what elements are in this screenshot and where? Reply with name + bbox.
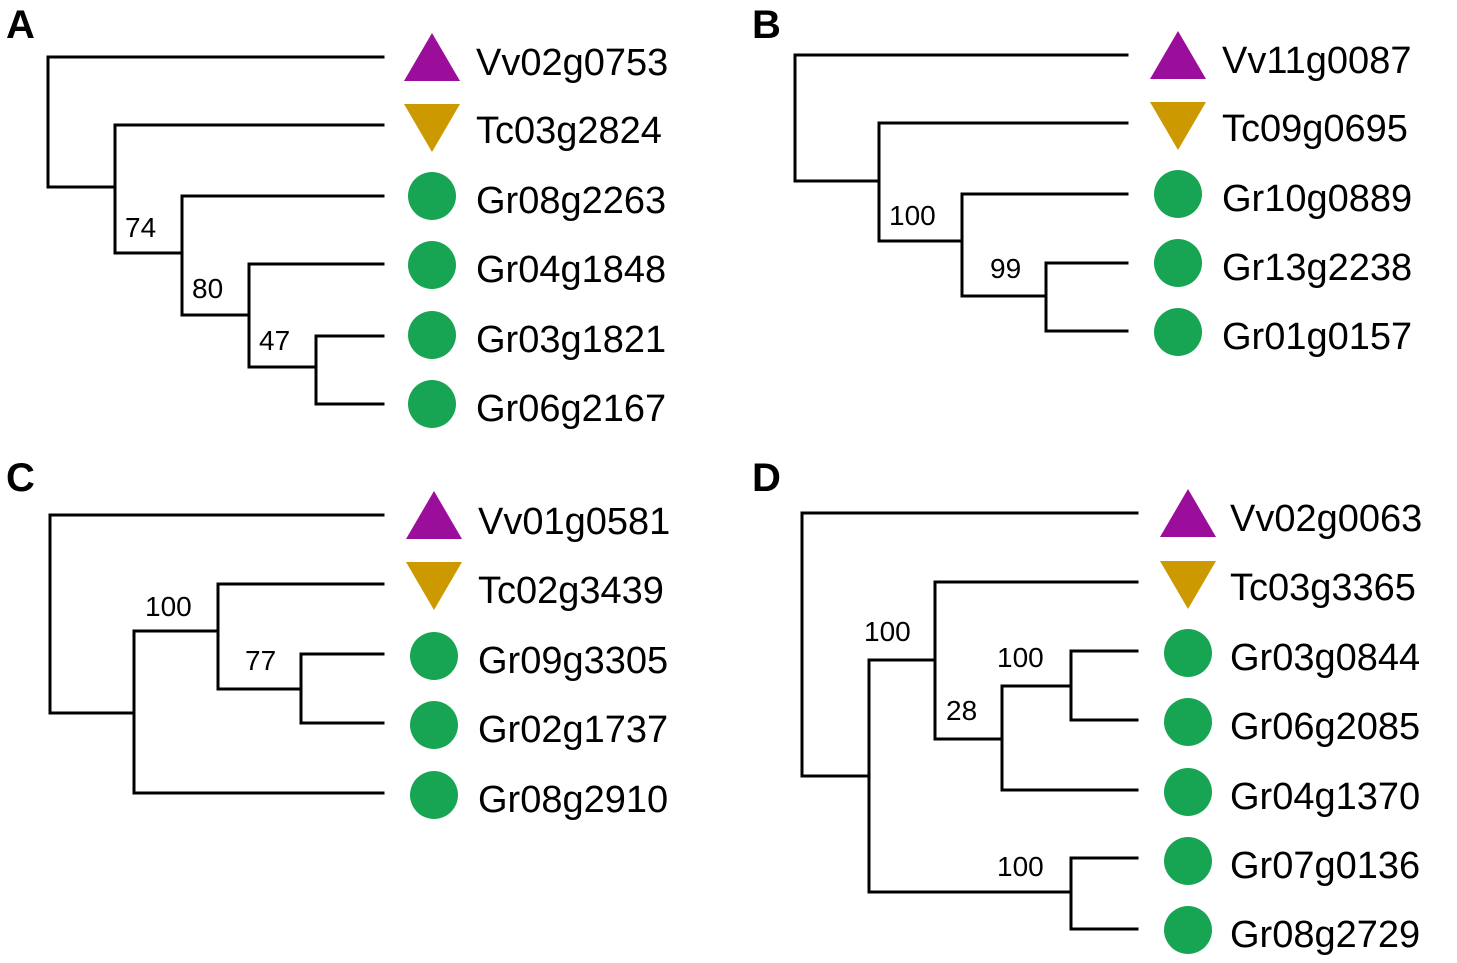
tree-d-branches (800, 511, 1139, 931)
gr-circle-icon (1154, 239, 1202, 287)
vv-triangle-up-icon (1150, 31, 1206, 79)
branch (793, 53, 881, 183)
tc-triangle-down-icon (1150, 102, 1206, 150)
panel-letter-b: B (752, 3, 781, 47)
branch (1000, 684, 1073, 792)
branch (800, 511, 871, 778)
leaf-label: Tc03g3365 (1230, 567, 1416, 609)
gr-circle-icon (1154, 308, 1202, 356)
leaf-label: Tc02g3439 (478, 570, 664, 612)
branch (877, 121, 964, 243)
support-value: 100 (997, 851, 1044, 882)
gr-circle-icon (410, 701, 458, 749)
tc-triangle-down-icon (406, 562, 462, 610)
leaf-label: Gr07g0136 (1230, 845, 1420, 887)
leaf-label: Gr02g1737 (478, 709, 668, 751)
branch (132, 629, 220, 795)
branch (48, 513, 136, 715)
support-value: 28 (946, 695, 977, 726)
leaf-label: Gr04g1848 (476, 249, 666, 291)
gr-circle-icon (1164, 768, 1212, 816)
branch (314, 334, 385, 406)
panel-letter-d: D (752, 456, 781, 500)
gr-circle-icon (1154, 170, 1202, 218)
leaf-label: Gr10g0889 (1222, 178, 1412, 220)
support-value: 100 (864, 616, 911, 647)
leaf-label: Vv01g0581 (478, 501, 670, 543)
gr-circle-icon (408, 172, 456, 220)
support-value: 99 (990, 253, 1021, 284)
leaf-label: Gr08g2263 (476, 180, 666, 222)
tree-c-branches (48, 513, 385, 795)
leaf-label: Gr03g1821 (476, 319, 666, 361)
leaf-label: Gr06g2167 (476, 388, 666, 430)
branch (1044, 261, 1129, 333)
support-value: 100 (997, 642, 1044, 673)
branch (216, 582, 303, 691)
branch (1069, 649, 1139, 722)
gr-circle-icon (410, 771, 458, 819)
support-value: 100 (889, 200, 936, 231)
support-value: 77 (245, 645, 276, 676)
tc-triangle-down-icon (404, 104, 460, 152)
leaf-label: Tc03g2824 (476, 110, 662, 152)
tree-a-branches (46, 55, 385, 406)
gr-circle-icon (1164, 698, 1212, 746)
branch (46, 55, 117, 189)
support-value: 74 (125, 212, 156, 243)
branch (960, 192, 1048, 298)
gr-circle-icon (408, 311, 456, 359)
panel-letter-a: A (6, 3, 35, 47)
leaf-label: Gr01g0157 (1222, 316, 1412, 358)
branch (867, 658, 937, 894)
gr-circle-icon (1164, 906, 1212, 954)
vv-triangle-up-icon (1160, 489, 1216, 537)
support-value: 47 (259, 325, 290, 356)
leaf-label: Gr08g2729 (1230, 914, 1420, 956)
leaf-label: Gr08g2910 (478, 779, 668, 821)
branch (180, 194, 251, 317)
panel-letter-c: C (6, 456, 35, 500)
support-value: 100 (145, 591, 192, 622)
tc-triangle-down-icon (1160, 561, 1216, 609)
support-value: 80 (192, 273, 223, 304)
branch (247, 262, 318, 369)
leaf-label: Gr03g0844 (1230, 637, 1420, 679)
panel-a: A 74 80 47 Vv02g0753 Tc03g2824 Gr08g2263… (6, 3, 668, 430)
panel-c: C 100 77 Vv01g0581 Tc02g3439 Gr09g3305 G… (6, 456, 670, 821)
branch (1069, 856, 1139, 931)
panel-d: D 100 100 28 100 Vv02g0063 Tc03g3365 Gr0… (752, 456, 1422, 956)
gr-circle-icon (1164, 837, 1212, 885)
leaf-label: Gr13g2238 (1222, 247, 1412, 289)
branch (299, 652, 385, 725)
leaf-label: Gr09g3305 (478, 640, 668, 682)
tree-b-branches (793, 53, 1129, 333)
leaf-label: Vv02g0753 (476, 42, 668, 84)
gr-circle-icon (408, 380, 456, 428)
vv-triangle-up-icon (404, 33, 460, 81)
leaf-label: Gr06g2085 (1230, 706, 1420, 748)
gr-circle-icon (408, 241, 456, 289)
panel-b: B 100 99 Vv11g0087 Tc09g0695 Gr10g0889 G… (752, 3, 1412, 358)
branch (933, 580, 1004, 741)
leaf-label: Vv02g0063 (1230, 498, 1422, 540)
gr-circle-icon (1164, 629, 1212, 677)
leaf-label: Gr04g1370 (1230, 776, 1420, 818)
branch (113, 123, 184, 255)
vv-triangle-up-icon (406, 491, 462, 539)
leaf-label: Vv11g0087 (1222, 40, 1411, 82)
leaf-label: Tc09g0695 (1222, 108, 1408, 150)
gr-circle-icon (410, 632, 458, 680)
